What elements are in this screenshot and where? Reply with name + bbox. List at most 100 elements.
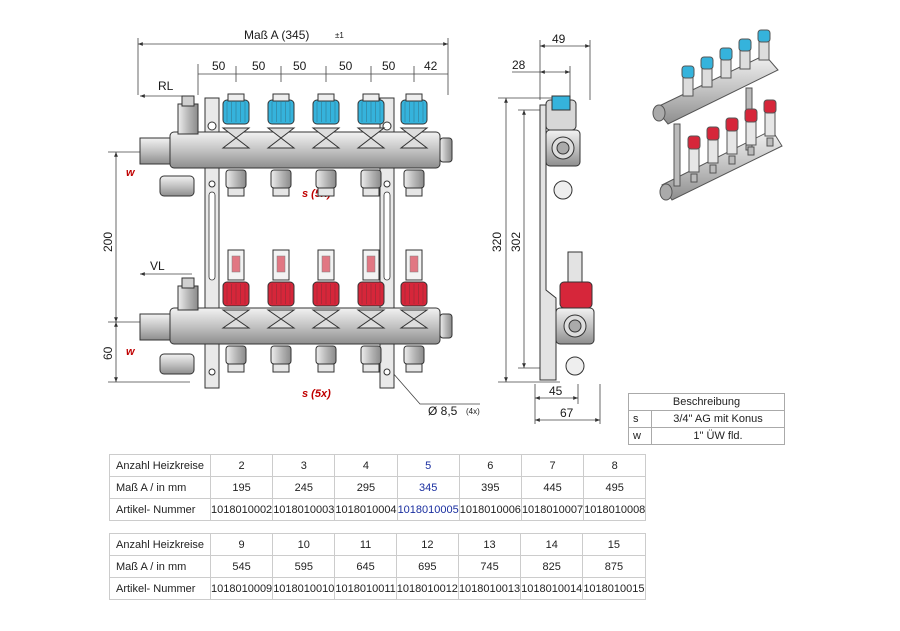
table-cell: 645	[334, 555, 397, 578]
table-cell: 1018010010	[272, 577, 336, 600]
table-cell: 395	[458, 476, 522, 499]
side-view: 49 28 320 302 45 67	[490, 32, 601, 424]
spacing-5: 50	[382, 59, 396, 73]
supply-flowmeter	[399, 249, 429, 373]
table-cell: 13	[457, 533, 522, 556]
height-60: 60	[101, 346, 115, 360]
hole-count: (4x)	[466, 407, 480, 416]
table-cell: 695	[395, 555, 459, 578]
table-cell: 1018010003	[272, 498, 336, 521]
return-valves	[221, 93, 429, 197]
iso-return-valve	[757, 29, 771, 61]
spacing-2: 50	[252, 59, 266, 73]
height-200: 200	[101, 232, 115, 252]
table-cell: 14	[520, 533, 584, 556]
height-320: 320	[490, 232, 504, 252]
width-49: 49	[552, 32, 566, 46]
height-302: 302	[509, 232, 523, 252]
table-cell: 4	[334, 454, 398, 477]
table-cell: 11	[334, 533, 397, 556]
spacing-6: 42	[424, 59, 438, 73]
table-row: Maß A / in mm 195 245 295 345 395 445 49…	[109, 476, 647, 499]
table-cell: 1018010006	[458, 498, 522, 521]
return-valve	[399, 93, 429, 197]
width-67: 67	[560, 406, 574, 420]
table-cell: 1018010004	[334, 498, 398, 521]
table-cell: 1018010005	[396, 498, 460, 521]
table-cell: 595	[272, 555, 336, 578]
return-valve	[221, 93, 251, 197]
table-cell: 1018010008	[583, 498, 647, 521]
table-cell: 1018010007	[520, 498, 585, 521]
table-cell: 3	[272, 454, 336, 477]
table-cell: 195	[209, 476, 274, 499]
w-label-top: w	[126, 167, 136, 179]
row-header: Artikel- Nummer	[109, 577, 211, 600]
table-cell: 545	[209, 555, 274, 578]
spacing-1: 50	[212, 59, 226, 73]
width-28: 28	[512, 58, 526, 72]
supply-flowmeter	[221, 249, 251, 373]
spacing-3: 50	[293, 59, 307, 73]
iso-supply-valve	[687, 135, 701, 183]
iso-return-valve	[700, 56, 714, 88]
description-value: 1" ÜW fld.	[651, 427, 785, 445]
table-cell: 1018010014	[520, 577, 584, 600]
table-cell: 9	[209, 533, 274, 556]
table-cell: 875	[582, 555, 646, 578]
rl-label: RL	[158, 79, 174, 93]
table-row: Artikel- Nummer 1018010009 1018010010 10…	[109, 577, 646, 600]
table-cell: 495	[583, 476, 647, 499]
table-cell: 1018010011	[334, 577, 397, 600]
mass-a-tolerance: ±1	[335, 31, 344, 40]
table-cell: 12	[395, 533, 459, 556]
iso-return-valve	[719, 47, 733, 79]
table-cell: 295	[334, 476, 398, 499]
supply-flowmeter	[266, 249, 296, 373]
return-valve	[356, 93, 386, 197]
product-illustration	[652, 29, 783, 201]
supply-flowmeter	[356, 249, 386, 373]
table-cell: 2	[209, 454, 274, 477]
table-cell: 6	[458, 454, 522, 477]
table-cell: 7	[520, 454, 585, 477]
return-valve	[311, 93, 341, 197]
table-row: Maß A / in mm 545 595 645 695 745 825 87…	[109, 555, 646, 578]
width-45: 45	[549, 384, 563, 398]
table-row: Artikel- Nummer 1018010002 1018010003 10…	[109, 498, 647, 521]
mass-a-label: Maß A (345)	[244, 28, 309, 42]
description-table: Beschreibung s 3/4" AG mit Konus w 1" ÜW…	[628, 393, 785, 445]
table-cell: 1018010009	[209, 577, 274, 600]
table-cell: 745	[457, 555, 522, 578]
table-row: Anzahl Heizkreise 2 3 4 5 6 7 8	[109, 454, 647, 477]
table-cell: 245	[272, 476, 336, 499]
spec-table-1: Anzahl Heizkreise 2 3 4 5 6 7 8 Maß A / …	[109, 454, 647, 521]
hole-diameter: Ø 8,5	[428, 404, 458, 418]
table-cell: 10	[272, 533, 336, 556]
spacing-4: 50	[339, 59, 353, 73]
table-cell: 445	[520, 476, 585, 499]
supply-flowmeter	[311, 249, 341, 373]
return-valve	[266, 93, 296, 197]
table-cell: 825	[520, 555, 584, 578]
supply-valves	[221, 249, 429, 373]
description-value: 3/4" AG mit Konus	[651, 410, 785, 428]
table-row: Anzahl Heizkreise 9 10 11 12 13 14 15	[109, 533, 646, 556]
iso-supply-valve	[706, 126, 720, 174]
iso-return-valve	[738, 38, 752, 70]
row-header: Maß A / in mm	[109, 555, 211, 578]
iso-supply-valve	[744, 108, 758, 156]
s-label-bottom: s (5x)	[302, 388, 331, 400]
front-view	[139, 93, 453, 389]
row-header: Maß A / in mm	[109, 476, 211, 499]
row-header: Anzahl Heizkreise	[109, 533, 211, 556]
row-header: Artikel- Nummer	[109, 498, 211, 521]
w-label-bottom: w	[126, 346, 136, 358]
table-cell: 1018010002	[209, 498, 274, 521]
description-key: w	[628, 427, 652, 445]
vl-label: VL	[150, 259, 165, 273]
description-title: Beschreibung	[628, 393, 785, 411]
row-header: Anzahl Heizkreise	[109, 454, 211, 477]
description-key: s	[628, 410, 652, 428]
